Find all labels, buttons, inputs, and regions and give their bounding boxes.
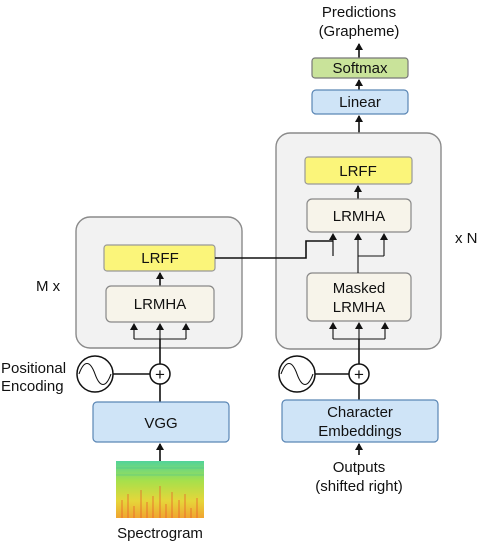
decoder-repeat-label: x N — [455, 230, 478, 247]
predictions-label: Predictions — [322, 4, 396, 21]
predictions-sublabel: (Grapheme) — [319, 23, 400, 40]
decoder-lrmha-label: LRMHA — [333, 208, 386, 225]
masked-lrmha-block — [306, 272, 412, 322]
character-embeddings-label-2: Embeddings — [318, 423, 401, 440]
positional-encoding-label-1: Positional — [1, 360, 66, 377]
vgg-block — [92, 401, 230, 443]
decoder-add-icon — [348, 363, 370, 385]
outputs-sublabel: (shifted right) — [315, 478, 403, 495]
encoder-lrff-label: LRFF — [141, 250, 179, 267]
encoder-plus-symbol: + — [155, 365, 165, 384]
linear-label: Linear — [339, 94, 381, 111]
encoder-lrmha-block — [105, 285, 215, 323]
encoder-add-icon — [149, 363, 171, 385]
spectrogram-label: Spectrogram — [117, 525, 203, 542]
vgg-label: VGG — [144, 415, 177, 432]
masked-lrmha-label-1: Masked — [333, 280, 386, 297]
linear-block — [311, 89, 409, 115]
decoder-lrmha-block — [306, 198, 412, 233]
decoder-lrff-label: LRFF — [339, 163, 377, 180]
positional-encoding-label-2: Encoding — [1, 378, 64, 395]
encoder-panel — [75, 216, 243, 349]
masked-lrmha-label-2: LRMHA — [333, 299, 386, 316]
decoder-lrff-block — [304, 156, 413, 185]
outputs-label: Outputs — [333, 459, 386, 476]
character-embeddings-block — [281, 399, 439, 443]
encoder-lrmha-label: LRMHA — [134, 296, 187, 313]
decoder-plus-symbol: + — [354, 365, 364, 384]
encoder-repeat-label: M x — [36, 278, 61, 295]
character-embeddings-label-1: Character — [327, 404, 393, 421]
spectrogram-image — [116, 461, 204, 518]
softmax-block — [311, 57, 409, 79]
softmax-label: Softmax — [332, 60, 388, 77]
